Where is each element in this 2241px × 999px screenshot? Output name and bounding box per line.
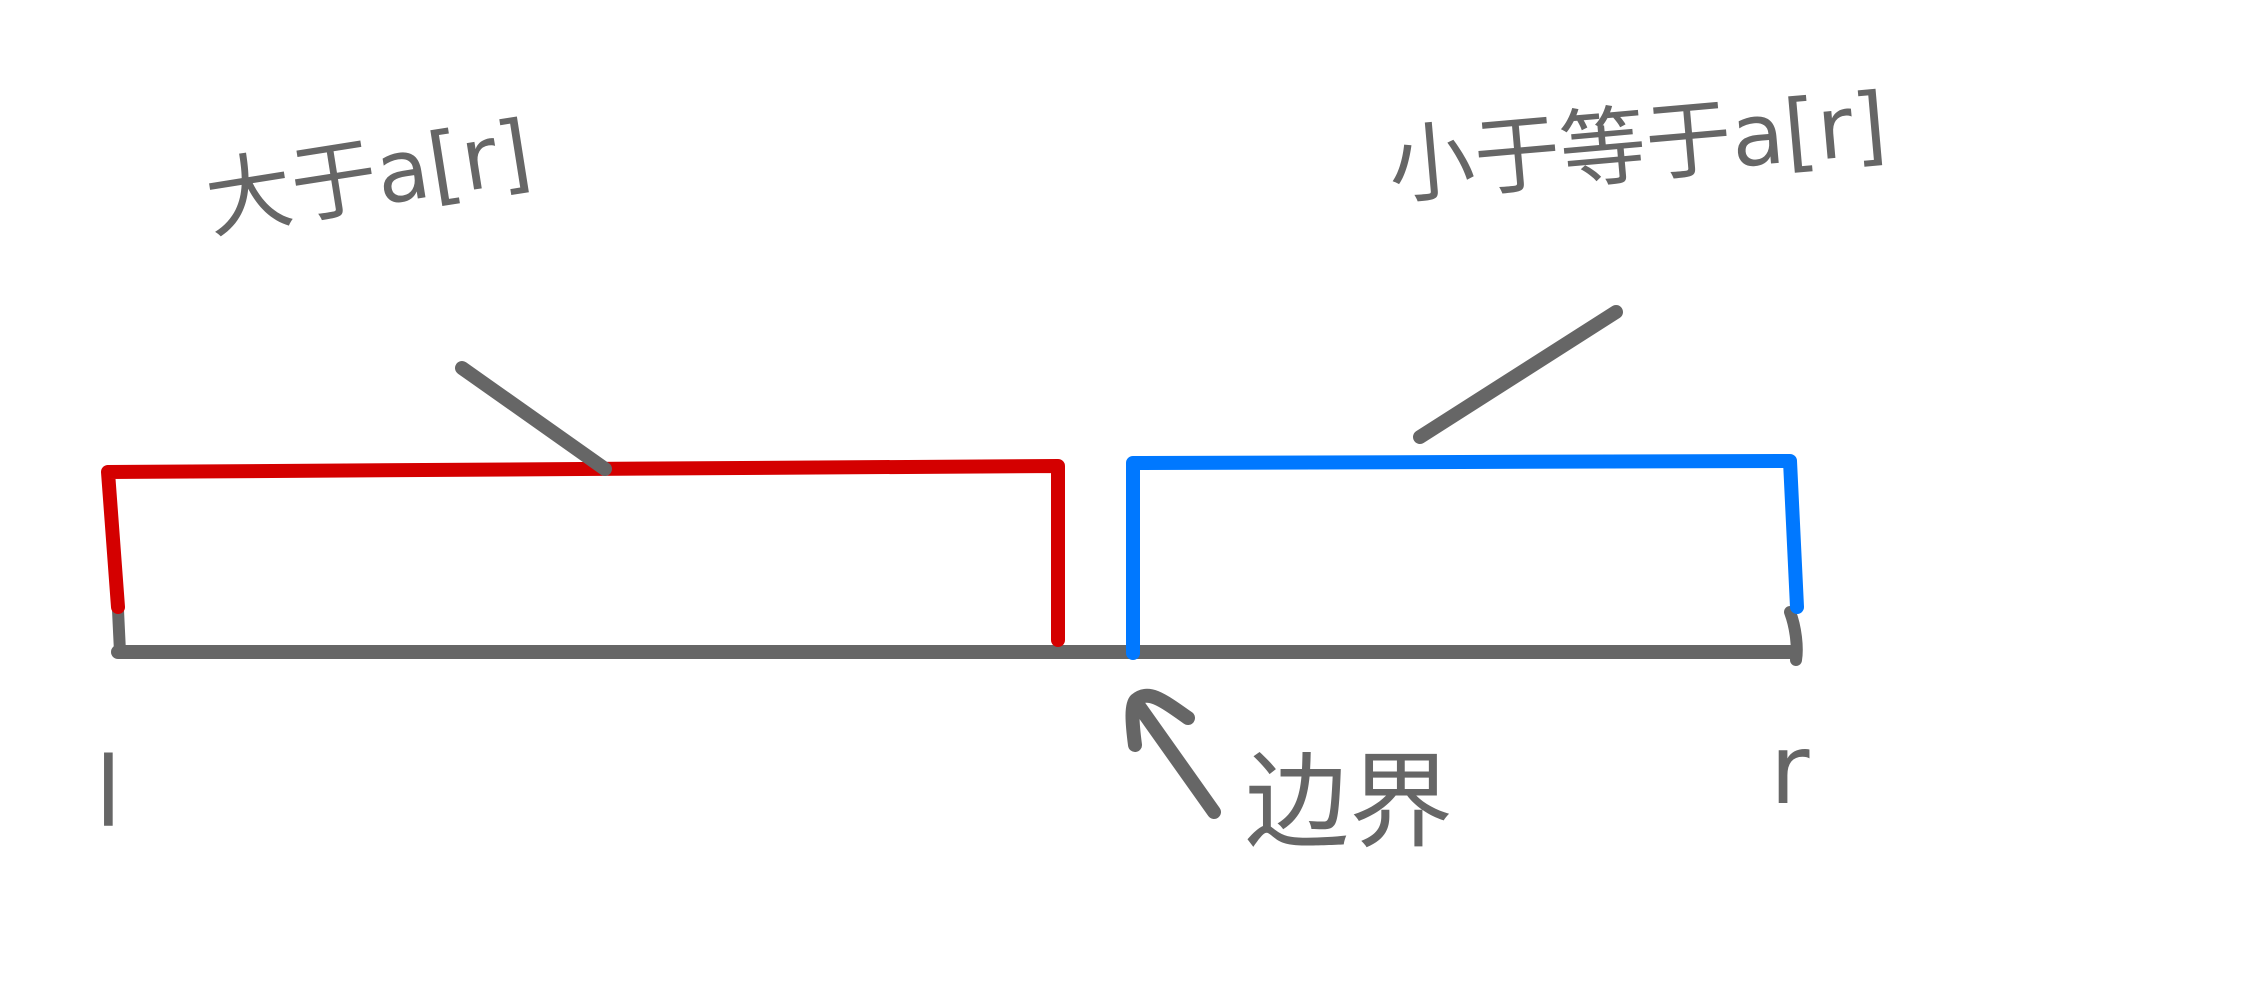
baseline-right-tick: [1784, 606, 1803, 666]
boundary-arrow-shaft: [1129, 695, 1221, 819]
less-equal-label-pointer: [1413, 305, 1623, 444]
right-endpoint-label: r: [1770, 714, 1810, 826]
boundary-label: 边界: [1245, 741, 1454, 863]
left-endpoint-label: l: [95, 737, 122, 849]
less-equal-segment-box: [1126, 454, 1804, 660]
baseline-left-tick: [112, 604, 126, 658]
boundary-arrow-head: [1125, 688, 1195, 752]
greater-segment-box: [101, 459, 1065, 647]
greater-label-pointer: [455, 361, 612, 476]
